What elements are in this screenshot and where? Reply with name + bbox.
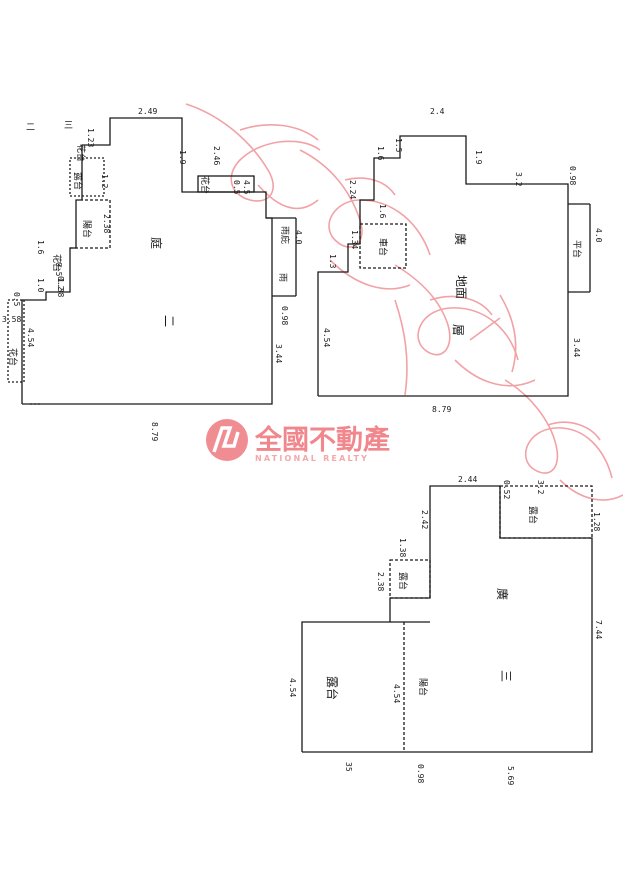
label-flower-bed-3: 花台 — [199, 176, 211, 194]
label-flower-bed-4: 花台 — [51, 254, 63, 272]
label-third-floor-name: 三 — [499, 670, 513, 682]
dew-platform-top — [499, 485, 593, 539]
flower-bed-small — [69, 157, 105, 197]
dim-first-left-depth: 4.54 — [322, 328, 331, 347]
label-plaza: 廣 — [453, 233, 467, 245]
dim-f9: 3.58 — [2, 315, 21, 324]
label-rain-canopy: 雨庇 — [279, 226, 291, 244]
plan-third-floor-text: 三 廣 露台 陽台 露台 露台 2.44 0.52 3.2 1.28 2.42 … — [288, 475, 603, 785]
dim-third-mid-3: 2.38 — [376, 572, 385, 591]
dim-first-top-4: 1.9 — [474, 150, 483, 165]
label-ground: 地面 — [454, 275, 468, 299]
dim-f2: 0.5 — [54, 262, 63, 277]
dim-third-mid-2: 1.38 — [398, 538, 407, 557]
dim-step: 0.98 — [280, 306, 289, 325]
dim-top-3: 2.46 — [212, 146, 221, 165]
dim-total-width: 8.79 — [150, 422, 159, 441]
dim-first-top-6: 0.98 — [568, 166, 577, 185]
realty-logo: 全國不動產 NATIONAL REALTY — [206, 419, 390, 463]
label-floor-name: 二 — [162, 315, 176, 327]
corner-mark-1: 二 — [26, 123, 35, 133]
dim-third-mid-1: 2.42 — [420, 510, 429, 529]
dim-third-left-depth: 4.54 — [288, 678, 297, 697]
garage-box — [359, 223, 407, 269]
dim-first-top-3: 1.5 — [394, 138, 403, 153]
label-flower-bed-5: 花台 — [7, 348, 19, 366]
plan-first-floor-text: 廣 車台 地面 層 平台 8.79 4.54 3.44 2.4 1.6 1.5 … — [322, 107, 603, 414]
dim-first-platform: 4.0 — [594, 228, 603, 243]
dim-third-bottom-2: 0.98 — [416, 764, 425, 783]
logo-name-en: NATIONAL REALTY — [255, 454, 369, 463]
label-third-plaza: 廣 — [495, 588, 509, 600]
label-balcony: 陽台 — [81, 220, 93, 238]
dim-first-side-1: 2.24 — [348, 180, 357, 199]
dim-f1: 1.6 — [36, 240, 45, 255]
plan-first-floor — [317, 135, 591, 397]
label-rain-left: 雨 — [277, 273, 288, 282]
flower-bed-top-right — [197, 175, 255, 193]
logo-name-cn: 全國不動產 — [254, 424, 390, 456]
label-dew-left: 露台 — [325, 676, 340, 700]
dim-first-top-5: 3.2 — [514, 172, 523, 187]
dim-third-bottom-1: 35 — [344, 762, 353, 772]
dim-right-depth: 3.44 — [274, 344, 283, 363]
plan-second-floor-text: 二 三 庭 二 陽台 露台 花台 花台 花台 花台 雨庇 雨 8.79 4.54… — [2, 107, 303, 441]
dim-canopy: 4.0 — [294, 230, 303, 245]
dim-top-4: 4.5 — [242, 180, 251, 195]
label-floor: 層 — [451, 324, 465, 336]
dew-platform-mid — [389, 559, 431, 599]
watermark-script — [185, 103, 623, 501]
label-third-balcony: 陽台 — [417, 678, 429, 696]
dim-third-inner-depth: 4.54 — [392, 684, 401, 703]
left-flower-bed — [7, 299, 25, 383]
plan-third-floor — [301, 485, 593, 753]
dim-third-right-depth: 7.44 — [594, 620, 603, 639]
dim-first-side-2: 1.6 — [378, 204, 387, 219]
dim-top-2: 1.9 — [178, 150, 187, 165]
dim-f6: 1.2 — [100, 174, 109, 189]
plan-second-floor — [7, 117, 297, 405]
dim-f4: 1.23 — [86, 128, 95, 147]
dim-first-top-1: 2.4 — [430, 107, 445, 116]
dim-first-side-3: 1.34 — [350, 230, 359, 249]
first-floor-outline — [317, 135, 569, 397]
dim-third-top-2: 0.52 — [502, 480, 511, 499]
dim-balcony-d: 1.38 — [56, 278, 65, 297]
dim-balcony-w: 2.38 — [102, 214, 111, 233]
dim-f3: 1.0 — [36, 278, 45, 293]
dim-third-bottom-3: 5.69 — [506, 766, 515, 785]
label-flat: 平台 — [571, 240, 583, 258]
dim-third-top-1: 2.44 — [458, 475, 477, 484]
balcony-outline — [70, 199, 111, 249]
dim-third-right-1: 1.28 — [592, 512, 601, 531]
dim-f5: 0.5 — [12, 292, 21, 307]
dim-first-right-depth: 3.44 — [572, 338, 581, 357]
third-floor-outline — [301, 485, 593, 753]
dim-first-top-2: 1.6 — [376, 146, 385, 161]
label-dew-top-2: 露台 — [527, 506, 539, 524]
label-hall-1: 庭 — [149, 237, 164, 249]
dim-first-total-width: 8.79 — [432, 405, 451, 414]
dim-f8: 0.2 — [56, 276, 65, 291]
label-dew-top-1: 露台 — [397, 572, 409, 590]
corner-mark-2: 三 — [64, 121, 73, 131]
dim-top-1: 2.49 — [138, 107, 157, 116]
dim-left-depth: 4.54 — [26, 328, 35, 347]
label-garage: 車台 — [377, 238, 389, 256]
dim-third-top-3: 3.2 — [536, 480, 545, 495]
label-flower-bed-2: 花台 — [75, 144, 87, 162]
label-flower-bed-1: 露台 — [72, 172, 84, 190]
dim-first-side-4: 1.3 — [328, 254, 337, 269]
dim-f7: 0.5 — [232, 180, 241, 195]
